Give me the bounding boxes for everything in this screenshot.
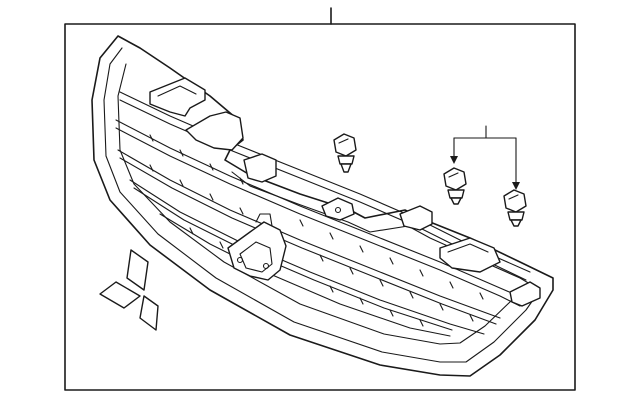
- emblem: [99, 249, 159, 331]
- clip: [333, 133, 357, 173]
- diagram-frame: [64, 23, 576, 391]
- grille-assembly: [91, 35, 554, 377]
- clip-callout: [450, 125, 520, 190]
- clip: [503, 189, 527, 227]
- clip: [443, 167, 467, 205]
